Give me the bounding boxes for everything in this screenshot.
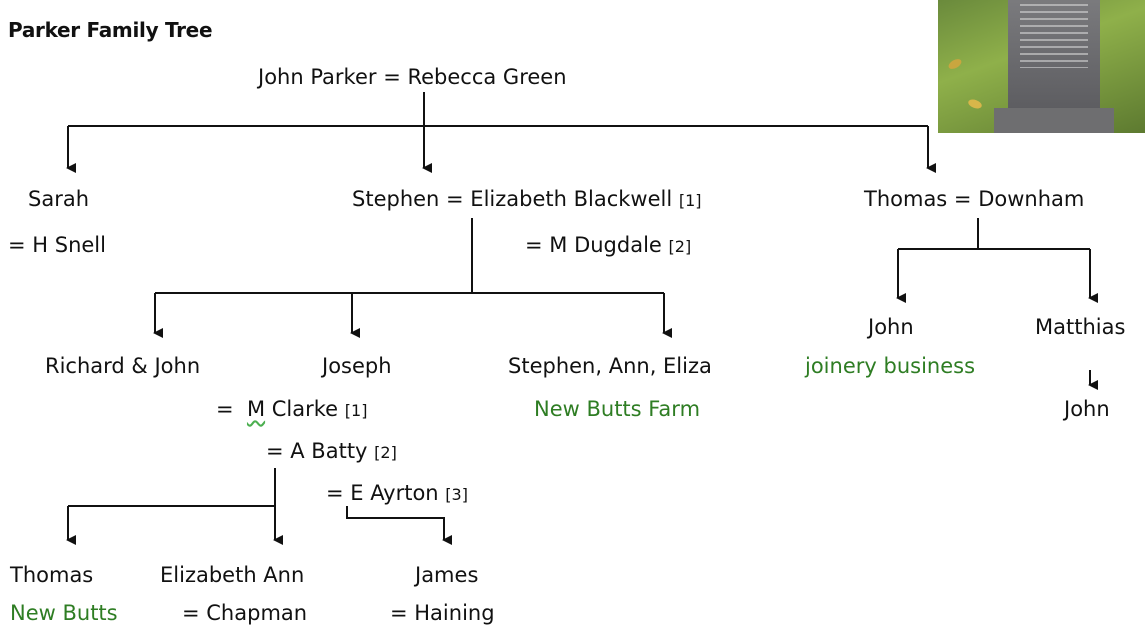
- marriage-index: [2]: [668, 237, 692, 256]
- stephen-couple: Stephen = Elizabeth Blackwell: [352, 187, 673, 211]
- person-stephen: Stephen = Elizabeth Blackwell [1]: [352, 186, 702, 214]
- fallen-leaf: [946, 57, 964, 71]
- person-thomas: Thomas = Downham: [864, 187, 1085, 211]
- spouse-initial: M: [246, 397, 266, 421]
- marriage-index: [3]: [445, 485, 468, 504]
- spouse-haining: = Haining: [390, 601, 495, 625]
- person-stephen-ann-eliza: Stephen, Ann, Eliza: [508, 354, 712, 378]
- person-matthias: Matthias: [1035, 315, 1126, 339]
- spouse-chapman: = Chapman: [182, 601, 308, 625]
- note-joinery-business: joinery business: [805, 354, 976, 378]
- person-richard-john: Richard & John: [45, 354, 201, 378]
- root-couple: John Parker = Rebecca Green: [258, 65, 567, 89]
- equals-sign: =: [216, 397, 234, 421]
- fallen-leaf: [967, 97, 983, 111]
- note-new-butts-farm: New Butts Farm: [534, 397, 701, 421]
- connector-james: [346, 506, 452, 545]
- person-john: John: [868, 315, 914, 339]
- spouse-m-dugdale: = M Dugdale [2]: [525, 232, 691, 260]
- person-matthias-son-john: John: [1064, 397, 1110, 421]
- spouse-m-clarke: = M Clarke [1]: [216, 396, 367, 424]
- spouse-a-batty: = A Batty [2]: [266, 438, 397, 466]
- spouse-surname: Clarke: [265, 397, 339, 421]
- spouse-e-ayrton: = E Ayrton [3]: [326, 480, 468, 508]
- marriage-index: [1]: [344, 401, 368, 420]
- page-title: Parker Family Tree: [8, 18, 213, 42]
- spouse-name: = E Ayrton: [326, 481, 439, 505]
- gravestone-photo: [938, 0, 1145, 133]
- note-new-butts: New Butts: [10, 601, 118, 625]
- person-elizabeth-ann: Elizabeth Ann: [160, 563, 305, 587]
- spouse-name: = A Batty: [266, 439, 368, 463]
- person-james: James: [415, 563, 479, 587]
- marriage-index: [2]: [374, 443, 397, 462]
- gravestone-plinth: [994, 108, 1114, 133]
- person-sarah: Sarah: [28, 187, 90, 211]
- person-thomas-jr: Thomas: [10, 563, 94, 587]
- gravestone-inscription: [1020, 4, 1088, 68]
- spouse-name: = M Dugdale: [525, 233, 662, 257]
- person-joseph: Joseph: [322, 354, 392, 378]
- spouse-h-snell: = H Snell: [8, 233, 106, 257]
- marriage-index: [1]: [678, 191, 702, 210]
